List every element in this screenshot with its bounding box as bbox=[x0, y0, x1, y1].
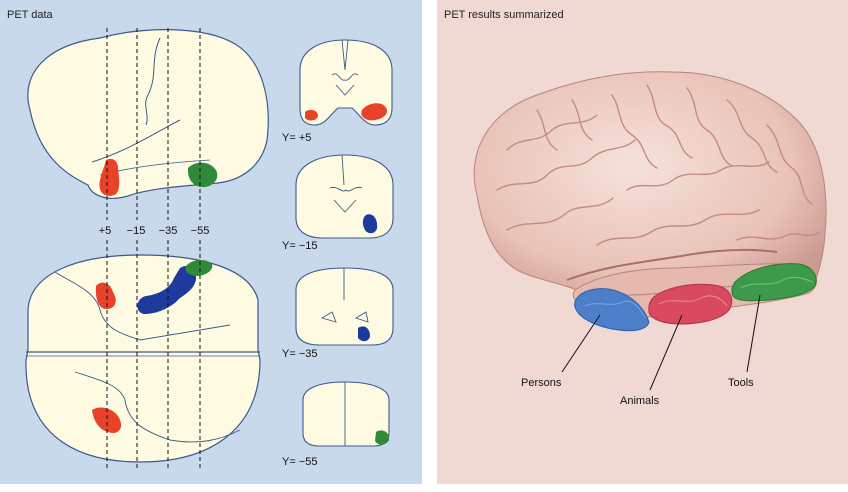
axial-brain-outline bbox=[25, 254, 261, 463]
pet-results-figure: Persons Animals Tools bbox=[473, 71, 827, 407]
gyrus-11 bbox=[736, 231, 820, 241]
activation-green-lateral bbox=[187, 162, 218, 188]
region-tools bbox=[731, 263, 817, 302]
tools-pointer bbox=[746, 294, 761, 373]
lateral-brain-outline bbox=[27, 29, 269, 199]
axial-fold-lower bbox=[74, 371, 241, 443]
coronal-slice-minus35: Y= −35 bbox=[282, 267, 394, 360]
lateral-brain-view bbox=[27, 29, 269, 199]
pet-results-title: PET results summarized bbox=[444, 9, 564, 21]
activation-red-coronal-plus5-right bbox=[361, 103, 388, 121]
pet-data-panel: PET data bbox=[0, 0, 422, 484]
region-labels: Persons Animals Tools bbox=[521, 377, 754, 407]
sylvian-fissure bbox=[566, 248, 778, 281]
gyrus-12 bbox=[536, 109, 558, 151]
coronal-outline-plus5 bbox=[299, 39, 393, 126]
ventricle-minus35 bbox=[320, 268, 369, 323]
tick-label-plus5: +5 bbox=[99, 225, 112, 237]
gyrus-8 bbox=[766, 124, 813, 205]
brain-gyri bbox=[496, 84, 820, 246]
activation-red-coronal-plus5-left bbox=[305, 109, 318, 121]
gyrus-3 bbox=[506, 197, 614, 231]
coronal-outline-minus15 bbox=[295, 154, 394, 239]
coronal-outline-minus55 bbox=[302, 381, 390, 447]
region-animals bbox=[648, 283, 733, 325]
slice-tick-labels: +5 −15 −35 −55 bbox=[99, 225, 210, 237]
gyrus-4 bbox=[611, 94, 658, 169]
region-textures bbox=[584, 276, 814, 319]
animals-pointer bbox=[649, 314, 683, 391]
gyrus-1 bbox=[506, 114, 598, 151]
activation-red-lateral bbox=[99, 158, 120, 197]
tools-texture bbox=[740, 276, 814, 289]
gyrus-13 bbox=[571, 99, 593, 141]
coronal-slice-minus15: Y= −15 bbox=[282, 154, 394, 252]
pointer-lines bbox=[561, 294, 761, 391]
gyrus-7 bbox=[726, 99, 778, 173]
activation-blue-axial bbox=[137, 265, 197, 314]
axial-fold-upper bbox=[54, 271, 231, 341]
label-tools: Tools bbox=[728, 377, 754, 389]
activation-green-axial bbox=[185, 260, 213, 276]
label-persons: Persons bbox=[521, 377, 562, 389]
coronal-label-minus15: Y= −15 bbox=[282, 240, 317, 252]
activation-red-axial-lower bbox=[92, 407, 122, 433]
pet-data-figure: +5 −15 −35 −55 Y= +5 Y= −15 Y= −35 bbox=[25, 28, 394, 468]
coronal-label-minus55: Y= −55 bbox=[282, 456, 317, 468]
activation-green-coronal-minus55 bbox=[375, 430, 390, 445]
activation-blue-coronal-minus35 bbox=[358, 326, 370, 342]
tick-label-minus35: −35 bbox=[159, 225, 178, 237]
gyrus-5 bbox=[646, 84, 693, 159]
tick-label-minus55: −55 bbox=[191, 225, 210, 237]
axial-brain-view bbox=[25, 254, 261, 463]
label-animals: Animals bbox=[620, 395, 660, 407]
coronal-slice-minus55: Y= −55 bbox=[282, 381, 390, 468]
lateral-sulcus bbox=[91, 119, 181, 163]
coronal-outline-minus35 bbox=[295, 267, 394, 346]
gyrus-9 bbox=[626, 161, 770, 191]
ventricle-plus5 bbox=[331, 39, 359, 96]
activation-blue-coronal-minus15 bbox=[362, 214, 378, 234]
central-sulcus bbox=[145, 37, 161, 126]
coronal-label-plus5: Y= +5 bbox=[282, 132, 311, 144]
coronal-label-minus35: Y= −35 bbox=[282, 348, 317, 360]
persons-texture bbox=[584, 300, 646, 319]
persons-pointer bbox=[561, 314, 601, 373]
gyrus-10 bbox=[596, 209, 760, 246]
brain-illustration bbox=[473, 71, 827, 332]
gyrus-6 bbox=[686, 87, 733, 167]
tick-label-minus15: −15 bbox=[127, 225, 146, 237]
ventricle-minus15 bbox=[329, 154, 363, 213]
pet-data-title: PET data bbox=[7, 9, 53, 21]
slice-lines bbox=[106, 28, 201, 468]
gyrus-2 bbox=[496, 139, 636, 191]
coronal-slice-plus5: Y= +5 bbox=[282, 39, 393, 144]
pet-results-panel: PET results summarized bbox=[437, 0, 848, 484]
animals-texture bbox=[658, 295, 728, 307]
region-persons bbox=[574, 288, 650, 332]
activation-red-axial-upper bbox=[95, 282, 116, 310]
